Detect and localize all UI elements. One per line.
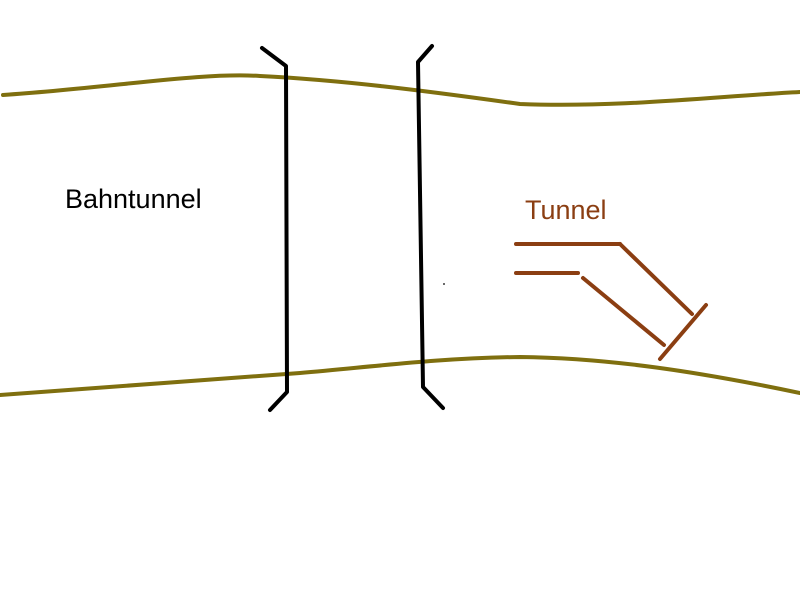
left-tunnel-bracket	[260, 46, 289, 412]
tunnel-symbol	[514, 242, 708, 361]
right-tunnel-bracket	[416, 44, 445, 410]
tunnel-upper-diagonal	[618, 242, 694, 316]
bahntunnel-label: Bahntunnel	[65, 184, 202, 214]
center-dot	[443, 283, 445, 285]
lower-terrain-line	[0, 354, 800, 397]
upper-terrain-line	[1, 73, 800, 107]
tunnel-lower-diagonal	[581, 276, 666, 347]
tunnel-portal-end	[658, 303, 708, 361]
bahntunnel-symbol	[260, 44, 445, 412]
tunnel-label: Tunnel	[525, 195, 607, 225]
